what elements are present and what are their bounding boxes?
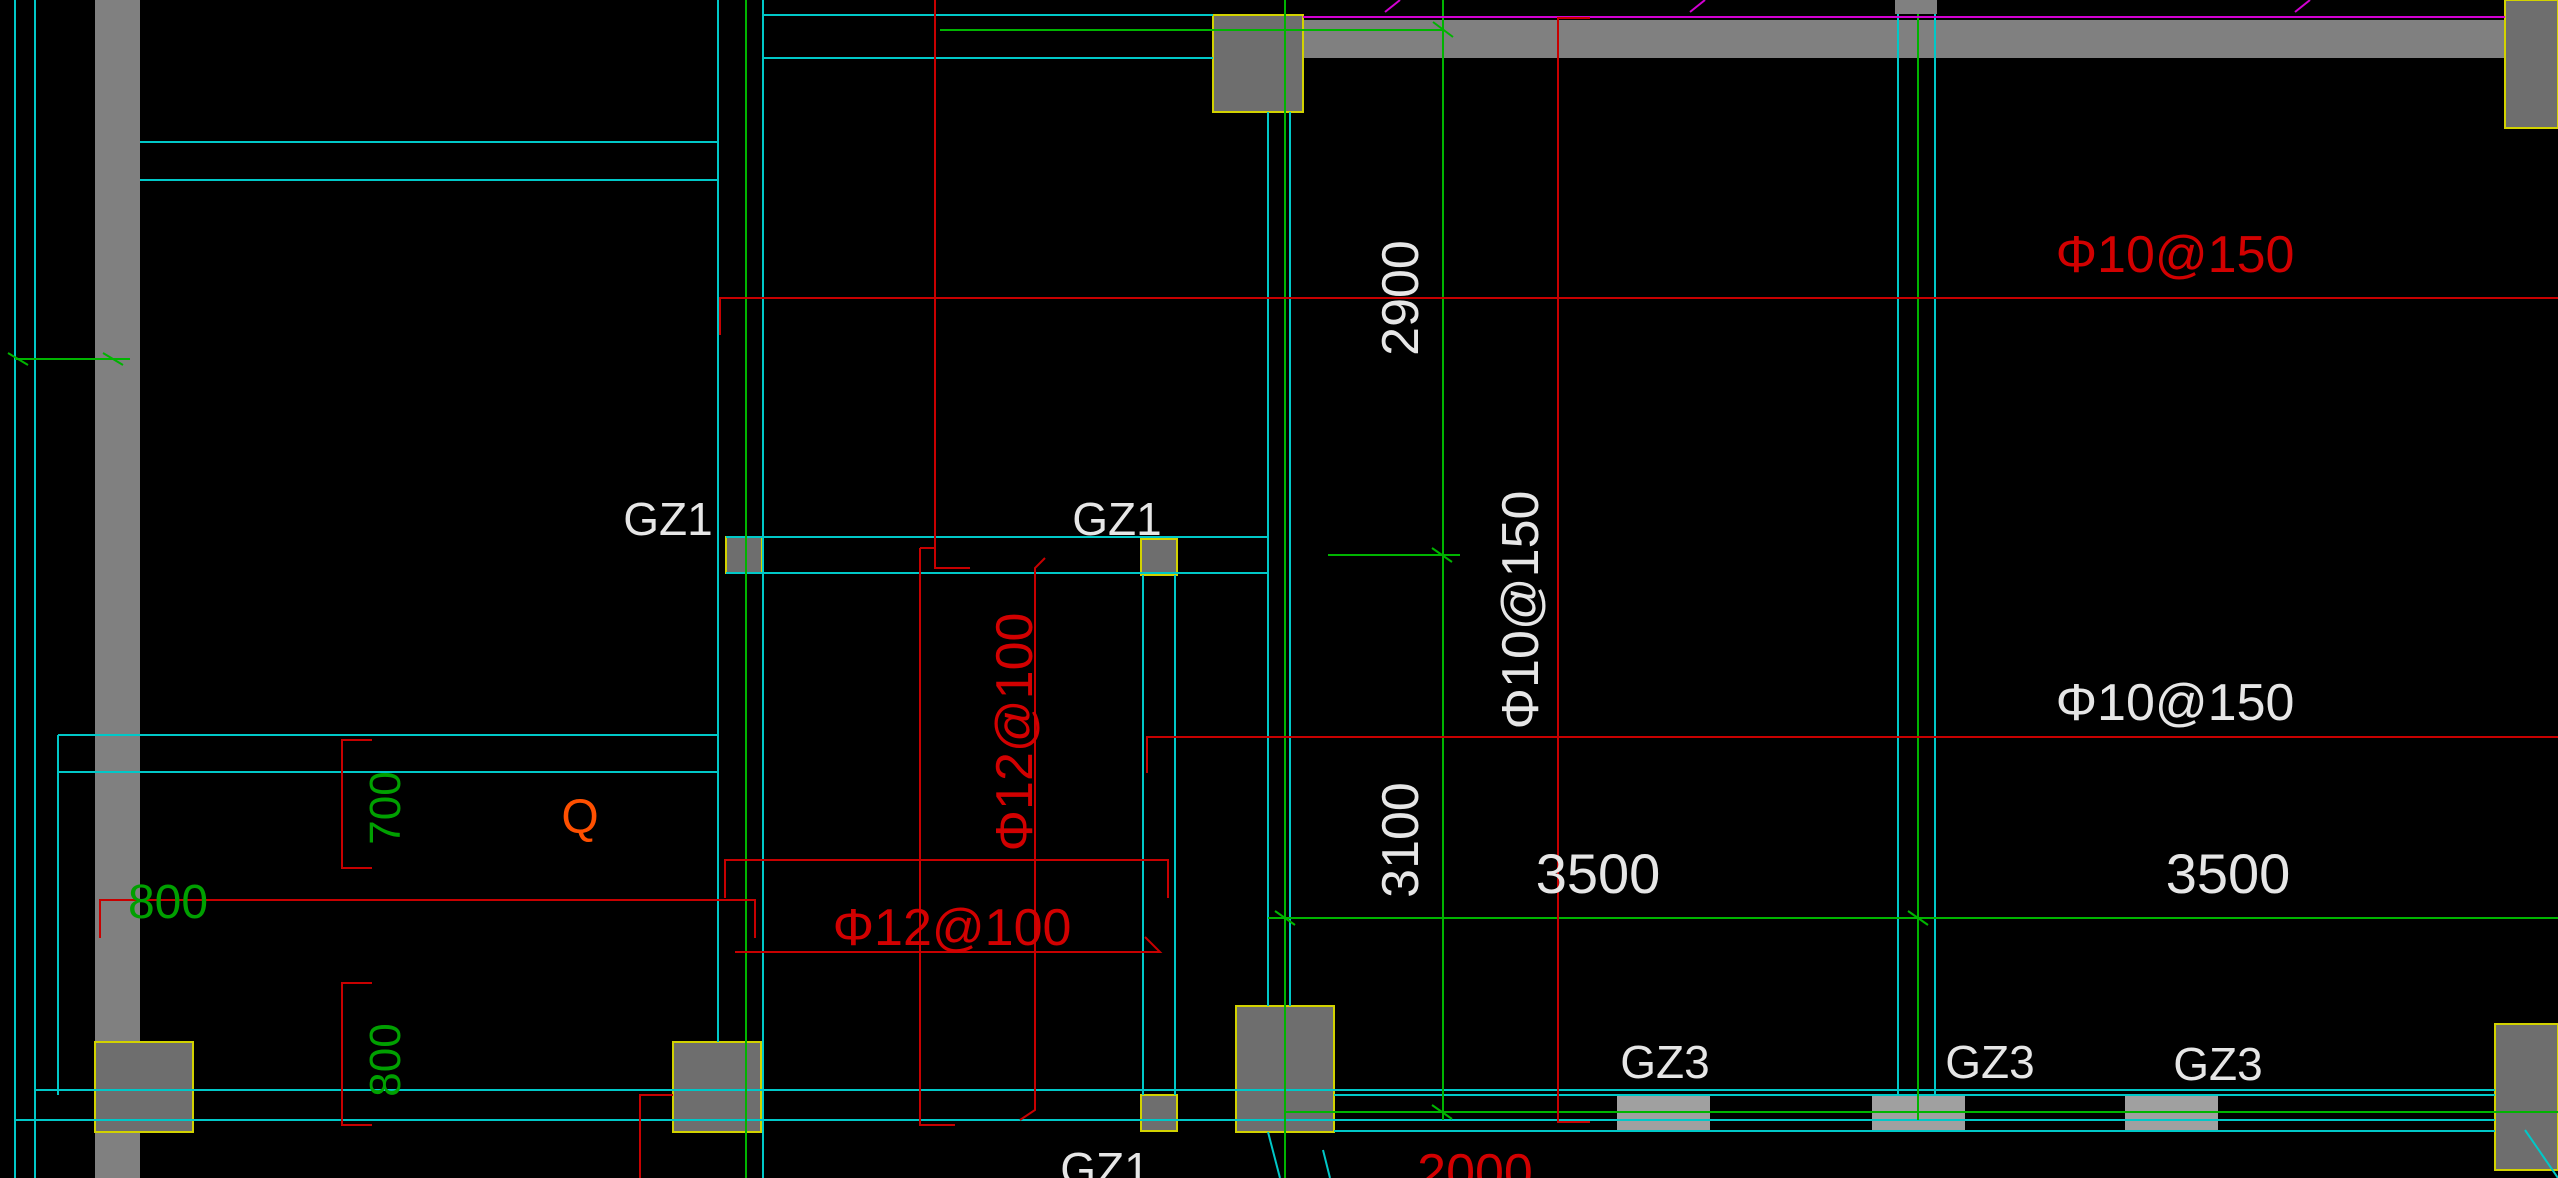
label-rebar-top: Φ10@150: [2056, 226, 2295, 284]
axis-tick-5: [1907, 910, 1929, 926]
column-gz1-left[interactable]: [725, 536, 763, 574]
wall-outlines: [14, 0, 2558, 1178]
wall-top-horizontal[interactable]: [1295, 20, 2510, 58]
axis-tick-1: [7, 352, 29, 366]
wall-line-diag-3: [2524, 1129, 2558, 1178]
rebar-horizontal: [724, 859, 1169, 898]
label-dim-3500-b: 3500: [2166, 842, 2291, 905]
axis-tick-2: [102, 352, 124, 366]
label-gz3-a: GZ3: [1620, 1036, 1709, 1088]
rebar-diag-v: [1019, 557, 1046, 1121]
axis-tick-4: [1274, 910, 1296, 926]
label-dim-2900: 2900: [1372, 240, 1430, 356]
column-gz1-bottom[interactable]: [1140, 1094, 1178, 1132]
rebar-bottom-left: [639, 1094, 673, 1178]
label-gz1-bottom: GZ1: [1060, 1143, 1149, 1178]
rebar-800-horiz: [99, 899, 756, 938]
label-dim-3100: 3100: [1372, 782, 1430, 898]
rebar-left-vertical: [919, 548, 955, 1126]
marker-q[interactable]: Q: [561, 791, 598, 844]
rebar-lines: [99, 0, 2558, 1178]
column-bottom-right[interactable]: [2494, 1023, 2558, 1171]
column-bottom-center-left[interactable]: [672, 1041, 762, 1133]
label-rebar-red-vertical: Φ12@100: [986, 613, 1044, 852]
concrete-walls: [95, 0, 2510, 1178]
axis-lines: [7, 0, 2558, 1178]
label-dim-700: 700: [361, 771, 410, 844]
marker-q-label: Q: [561, 791, 598, 844]
column-bottom-left[interactable]: [94, 1041, 194, 1133]
boundary-lines: [1303, 0, 2505, 18]
label-rebar-vertical: Φ10@150: [1492, 491, 1550, 730]
rebar-700-bracket: [341, 739, 372, 869]
rebar-mid-span: [1146, 736, 2558, 773]
axis-tick-6: [1431, 1104, 1453, 1120]
label-rebar-mid: Φ10@150: [2056, 674, 2295, 732]
label-gz3-b: GZ3: [1945, 1036, 2034, 1088]
rebar-800-bracket: [341, 982, 372, 1126]
green-labels: 700 800 800: [128, 771, 410, 1096]
axis-tick-7: [1432, 21, 1454, 38]
axis-tick-3: [1431, 547, 1453, 563]
boundary-block: [1895, 0, 1937, 14]
wall-line-diag-2: [1322, 1149, 1331, 1178]
boundary-diag-3: [2294, 0, 2311, 13]
rebar-v-1558: [1557, 17, 1590, 1123]
wall-line-diag-1: [1267, 1131, 1281, 1178]
label-dim-800-horiz: 800: [128, 876, 208, 929]
label-gz3-c: GZ3: [2173, 1038, 2262, 1090]
white-labels: GZ1 GZ1 GZ1 GZ3 GZ3 GZ3 3500 3500 2900 3…: [623, 240, 2294, 1178]
label-gz1-mid: GZ1: [1072, 493, 1161, 545]
column-top-right[interactable]: [2504, 0, 2558, 129]
column-top-mid[interactable]: [1212, 14, 1304, 113]
rebar-horizontal-lower: [735, 936, 1163, 953]
label-dim-3500-a: 3500: [1536, 842, 1661, 905]
label-dim-bottom-partial: 2000: [1417, 1144, 1533, 1178]
label-dim-800-vert: 800: [361, 1023, 410, 1096]
column-gz1-mid[interactable]: [1140, 538, 1178, 576]
red-labels: Φ10@150 Φ12@100 Φ12@100 2000: [833, 226, 2295, 1178]
label-rebar-red-horizontal: Φ12@100: [833, 899, 1072, 957]
wall-left-vertical[interactable]: [95, 0, 140, 1178]
boundary-diag-2: [1689, 0, 1706, 13]
boundary-diag-1: [1384, 0, 1401, 13]
rebar-top-span: [719, 297, 2558, 335]
label-gz1-left: GZ1: [623, 493, 712, 545]
rebar-hook-top: [920, 547, 970, 569]
